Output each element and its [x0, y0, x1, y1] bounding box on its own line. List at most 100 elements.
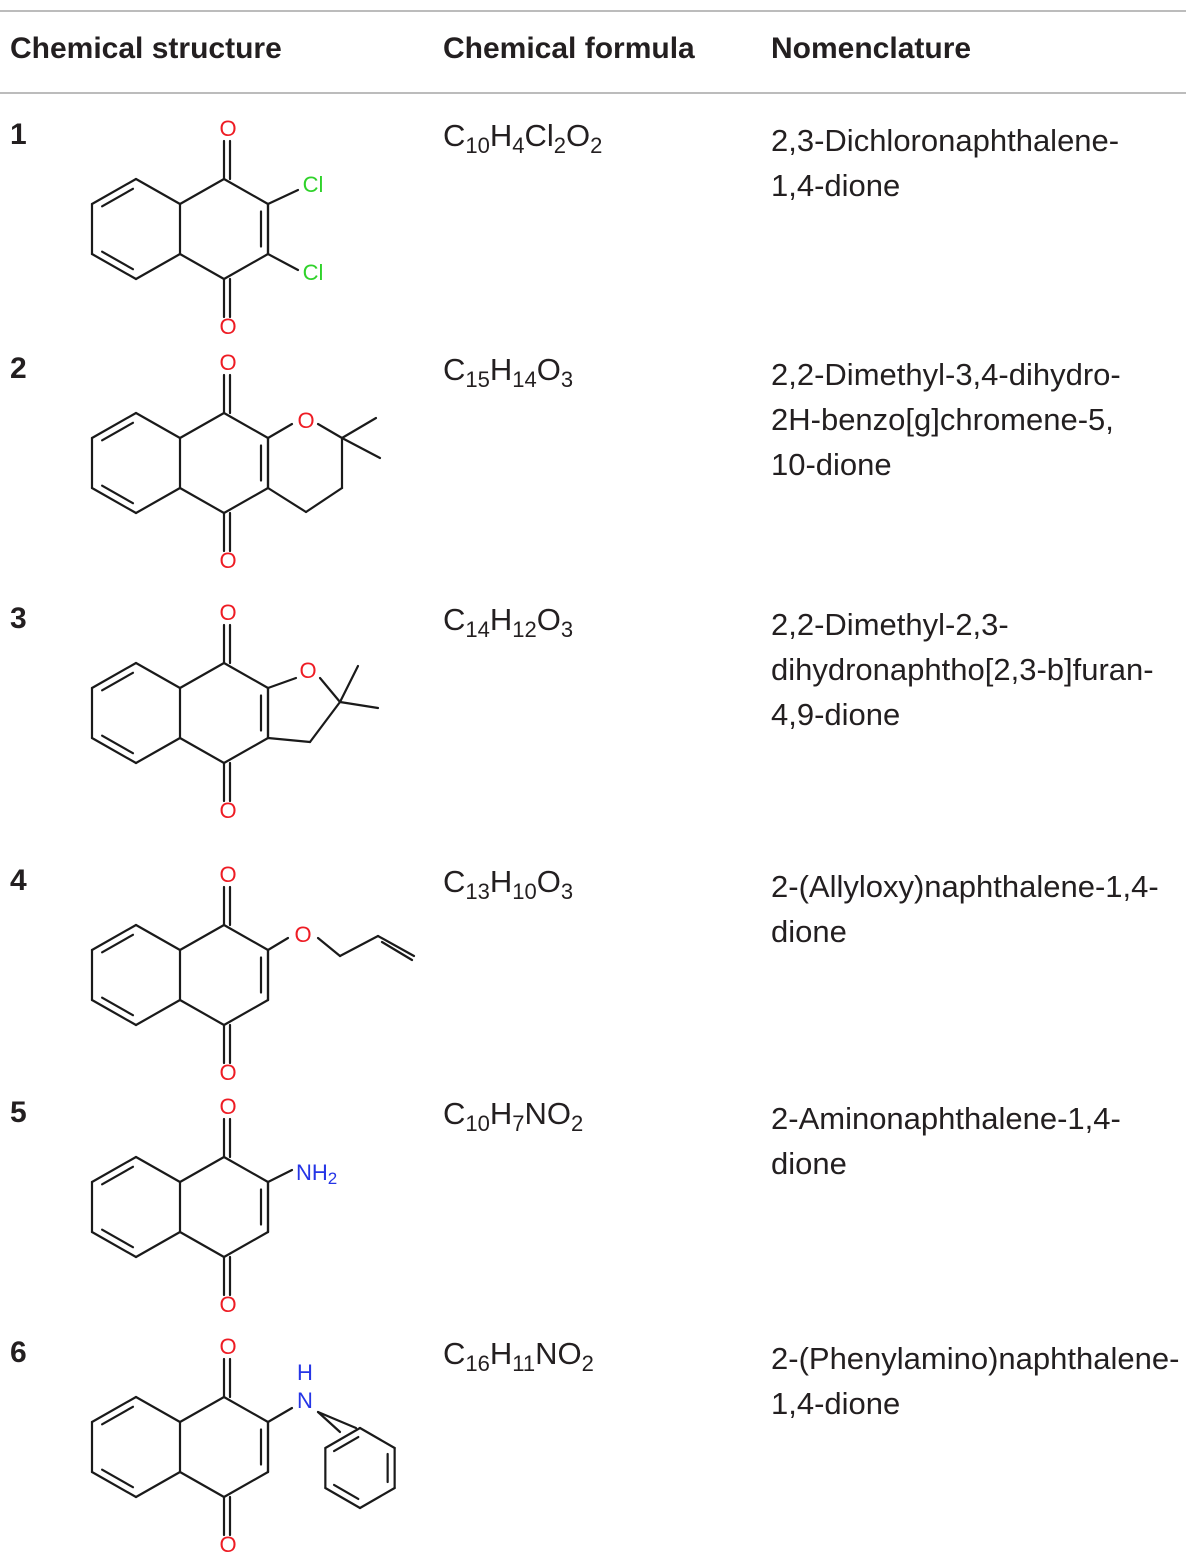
ring-oxygen-label: O	[299, 658, 316, 683]
formula-subscript: 4	[512, 133, 525, 158]
formula-subscript: 2	[571, 1111, 584, 1136]
header-nomenclature: Nomenclature	[771, 32, 972, 65]
bond-line	[222, 1230, 270, 1259]
bond-line	[90, 1155, 138, 1184]
formula-element: O	[536, 602, 561, 637]
nomenclature-line: 4,9-dione	[771, 697, 901, 732]
double-bond-line	[101, 187, 135, 208]
bond-line	[134, 661, 182, 690]
carbonyl-oxygen-label: O	[219, 600, 236, 625]
carbonyl-oxygen-label: O	[219, 314, 236, 339]
bond-line	[178, 486, 226, 515]
nomenclature: 2,2-Dimethyl-2,3-dihydronaphtho[2,3-b]fu…	[771, 602, 1191, 737]
bond-line	[308, 700, 342, 744]
chemical-formula: C13H10O3	[443, 864, 573, 904]
chlorine-label: Cl	[303, 260, 324, 285]
bond-line	[134, 486, 182, 515]
bond-line	[134, 177, 182, 206]
chemical-formula: C16H11NO2	[443, 1336, 594, 1376]
chlorine-label: Cl	[303, 172, 324, 197]
double-bond-line	[101, 933, 135, 954]
compound-number: 6	[10, 1336, 27, 1369]
formula-element: C	[443, 602, 466, 637]
double-bond-line	[101, 1228, 135, 1249]
table-header-rule	[0, 92, 1186, 94]
nomenclature-line: 2,3-Dichloronaphthalene-	[771, 123, 1120, 158]
carbonyl-oxygen-label: O	[219, 1532, 236, 1556]
compound-number: 4	[10, 864, 27, 897]
nomenclature: 2-(Phenylamino)naphthalene-1,4-dione	[771, 1336, 1191, 1426]
carbonyl-oxygen-label: O	[219, 1292, 236, 1317]
bond-line	[324, 1426, 362, 1450]
formula-subscript: 10	[465, 133, 490, 158]
formula-element: Cl	[524, 118, 554, 153]
bond-line	[222, 486, 270, 515]
formula-subscript: 15	[465, 367, 490, 392]
bond-line	[134, 1230, 182, 1259]
formula-subscript: 3	[560, 367, 574, 392]
compound-number: 1	[10, 118, 27, 151]
bond-line	[178, 1395, 226, 1424]
bond-line	[316, 422, 344, 440]
nomenclature: 2,3-Dichloronaphthalene-1,4-dione	[771, 118, 1191, 208]
double-bond-line	[101, 671, 135, 692]
double-bond-line	[101, 734, 135, 755]
bond-line	[90, 1395, 138, 1424]
bond-line	[266, 422, 294, 440]
bond-line	[316, 1410, 358, 1430]
carbonyl-oxygen-label: O	[219, 1334, 236, 1359]
formula-element: H	[489, 864, 513, 899]
formula-subscript: 14	[465, 617, 490, 642]
formula-element: H	[489, 352, 513, 387]
formula-element: NO	[535, 1336, 582, 1371]
formula-subscript: 16	[465, 1351, 490, 1376]
formula-subscript: 10	[512, 879, 537, 904]
nomenclature-line: 10-dione	[771, 447, 892, 482]
bond-line	[178, 177, 226, 206]
bond-line	[316, 936, 342, 958]
chemical-formula: C15H14O3	[443, 352, 573, 392]
formula-subscript: 3	[560, 617, 574, 642]
nitrogen-label: N	[297, 1388, 313, 1413]
formula-element: NO	[524, 1096, 572, 1131]
bond-line	[90, 1230, 138, 1259]
bond-line	[90, 1470, 138, 1499]
carbonyl-oxygen-label: O	[219, 798, 236, 823]
bond-line	[358, 1426, 396, 1450]
bond-line	[266, 936, 290, 952]
bond-line	[266, 1406, 294, 1424]
bond-line	[222, 661, 270, 690]
nomenclature-line: 2-(Phenylamino)naphthalene-	[771, 1341, 1180, 1376]
formula-element: C	[443, 118, 466, 153]
nomenclature-line: dione	[771, 914, 847, 949]
bond-line	[90, 177, 138, 206]
bond-line	[266, 188, 300, 206]
bond-line	[338, 700, 380, 710]
bond-line	[222, 177, 270, 206]
formula-subscript: 14	[512, 367, 537, 392]
formula-element: C	[443, 1096, 466, 1131]
carbonyl-oxygen-label: O	[219, 548, 236, 573]
compound-number: 3	[10, 602, 27, 635]
ether-oxygen-label: O	[294, 922, 311, 947]
bond-line	[222, 736, 270, 765]
bond-line	[178, 411, 226, 440]
formula-subscript: 2	[590, 133, 603, 158]
double-bond-line	[101, 1405, 135, 1426]
formula-subscript: 11	[512, 1351, 536, 1376]
bond-line	[90, 998, 138, 1027]
bond-line	[376, 934, 416, 958]
formula-subscript: 7	[512, 1111, 525, 1136]
bond-line	[222, 1395, 270, 1424]
formula-subscript: 12	[512, 617, 537, 642]
bond-line	[324, 1486, 362, 1510]
ring-oxygen-label: O	[297, 408, 314, 433]
nomenclature-line: 2,2-Dimethyl-2,3-	[771, 607, 1009, 642]
bond-line	[222, 923, 270, 952]
double-bond-line	[101, 996, 135, 1017]
bond-line	[90, 661, 138, 690]
bond-line	[178, 1230, 226, 1259]
nomenclature: 2,2-Dimethyl-3,4-dihydro-2H-benzo[g]chro…	[771, 352, 1191, 487]
